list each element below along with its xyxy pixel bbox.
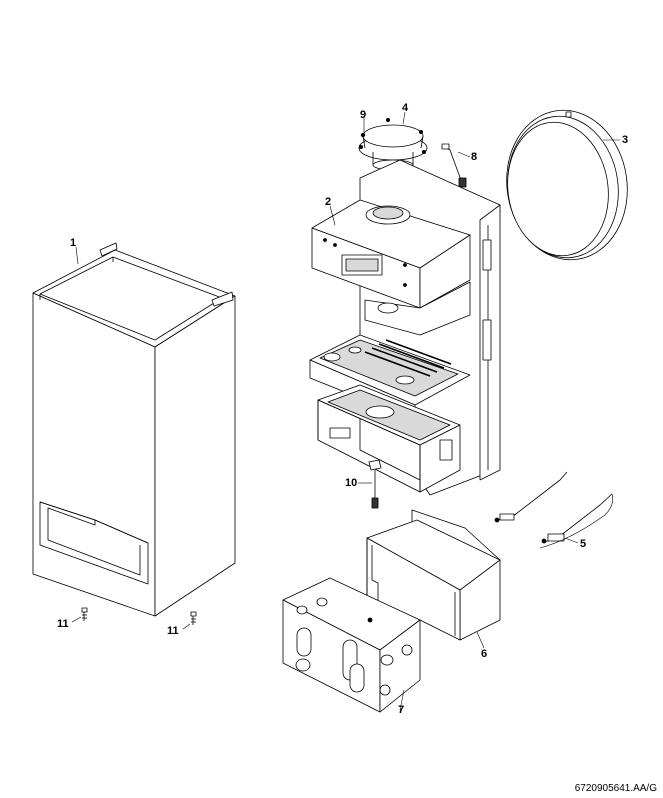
part-6-lower-casing	[366, 509, 501, 641]
part-10-sensor	[368, 459, 382, 509]
part-11-screw-right	[190, 611, 197, 625]
callout-4: 4	[402, 102, 409, 114]
callout-7: 7	[398, 704, 405, 716]
callout-11-right: 11	[167, 625, 179, 637]
callout-1: 1	[70, 237, 77, 249]
part-9-screw	[360, 132, 366, 138]
part-7-front-panel	[282, 577, 421, 713]
callout-9: 9	[360, 109, 367, 121]
part-1-casing	[32, 242, 236, 617]
part-2-main-chassis	[309, 159, 501, 496]
part-8-sensor	[441, 143, 467, 188]
callout-11-left: 11	[57, 618, 69, 630]
leader-lines	[71, 111, 620, 711]
callout-5: 5	[580, 538, 587, 550]
part-5-cables	[494, 471, 613, 549]
callout-8: 8	[471, 151, 478, 163]
document-reference: 6720905641.AA/G	[574, 783, 657, 794]
part-3-expansion-vessel	[506, 109, 628, 261]
part-4-flue-adapter	[358, 118, 428, 171]
callout-3: 3	[622, 134, 629, 146]
callout-2: 2	[325, 196, 332, 208]
callout-10: 10	[345, 477, 358, 489]
part-11-screw-left	[81, 607, 88, 621]
callout-6: 6	[481, 648, 488, 660]
